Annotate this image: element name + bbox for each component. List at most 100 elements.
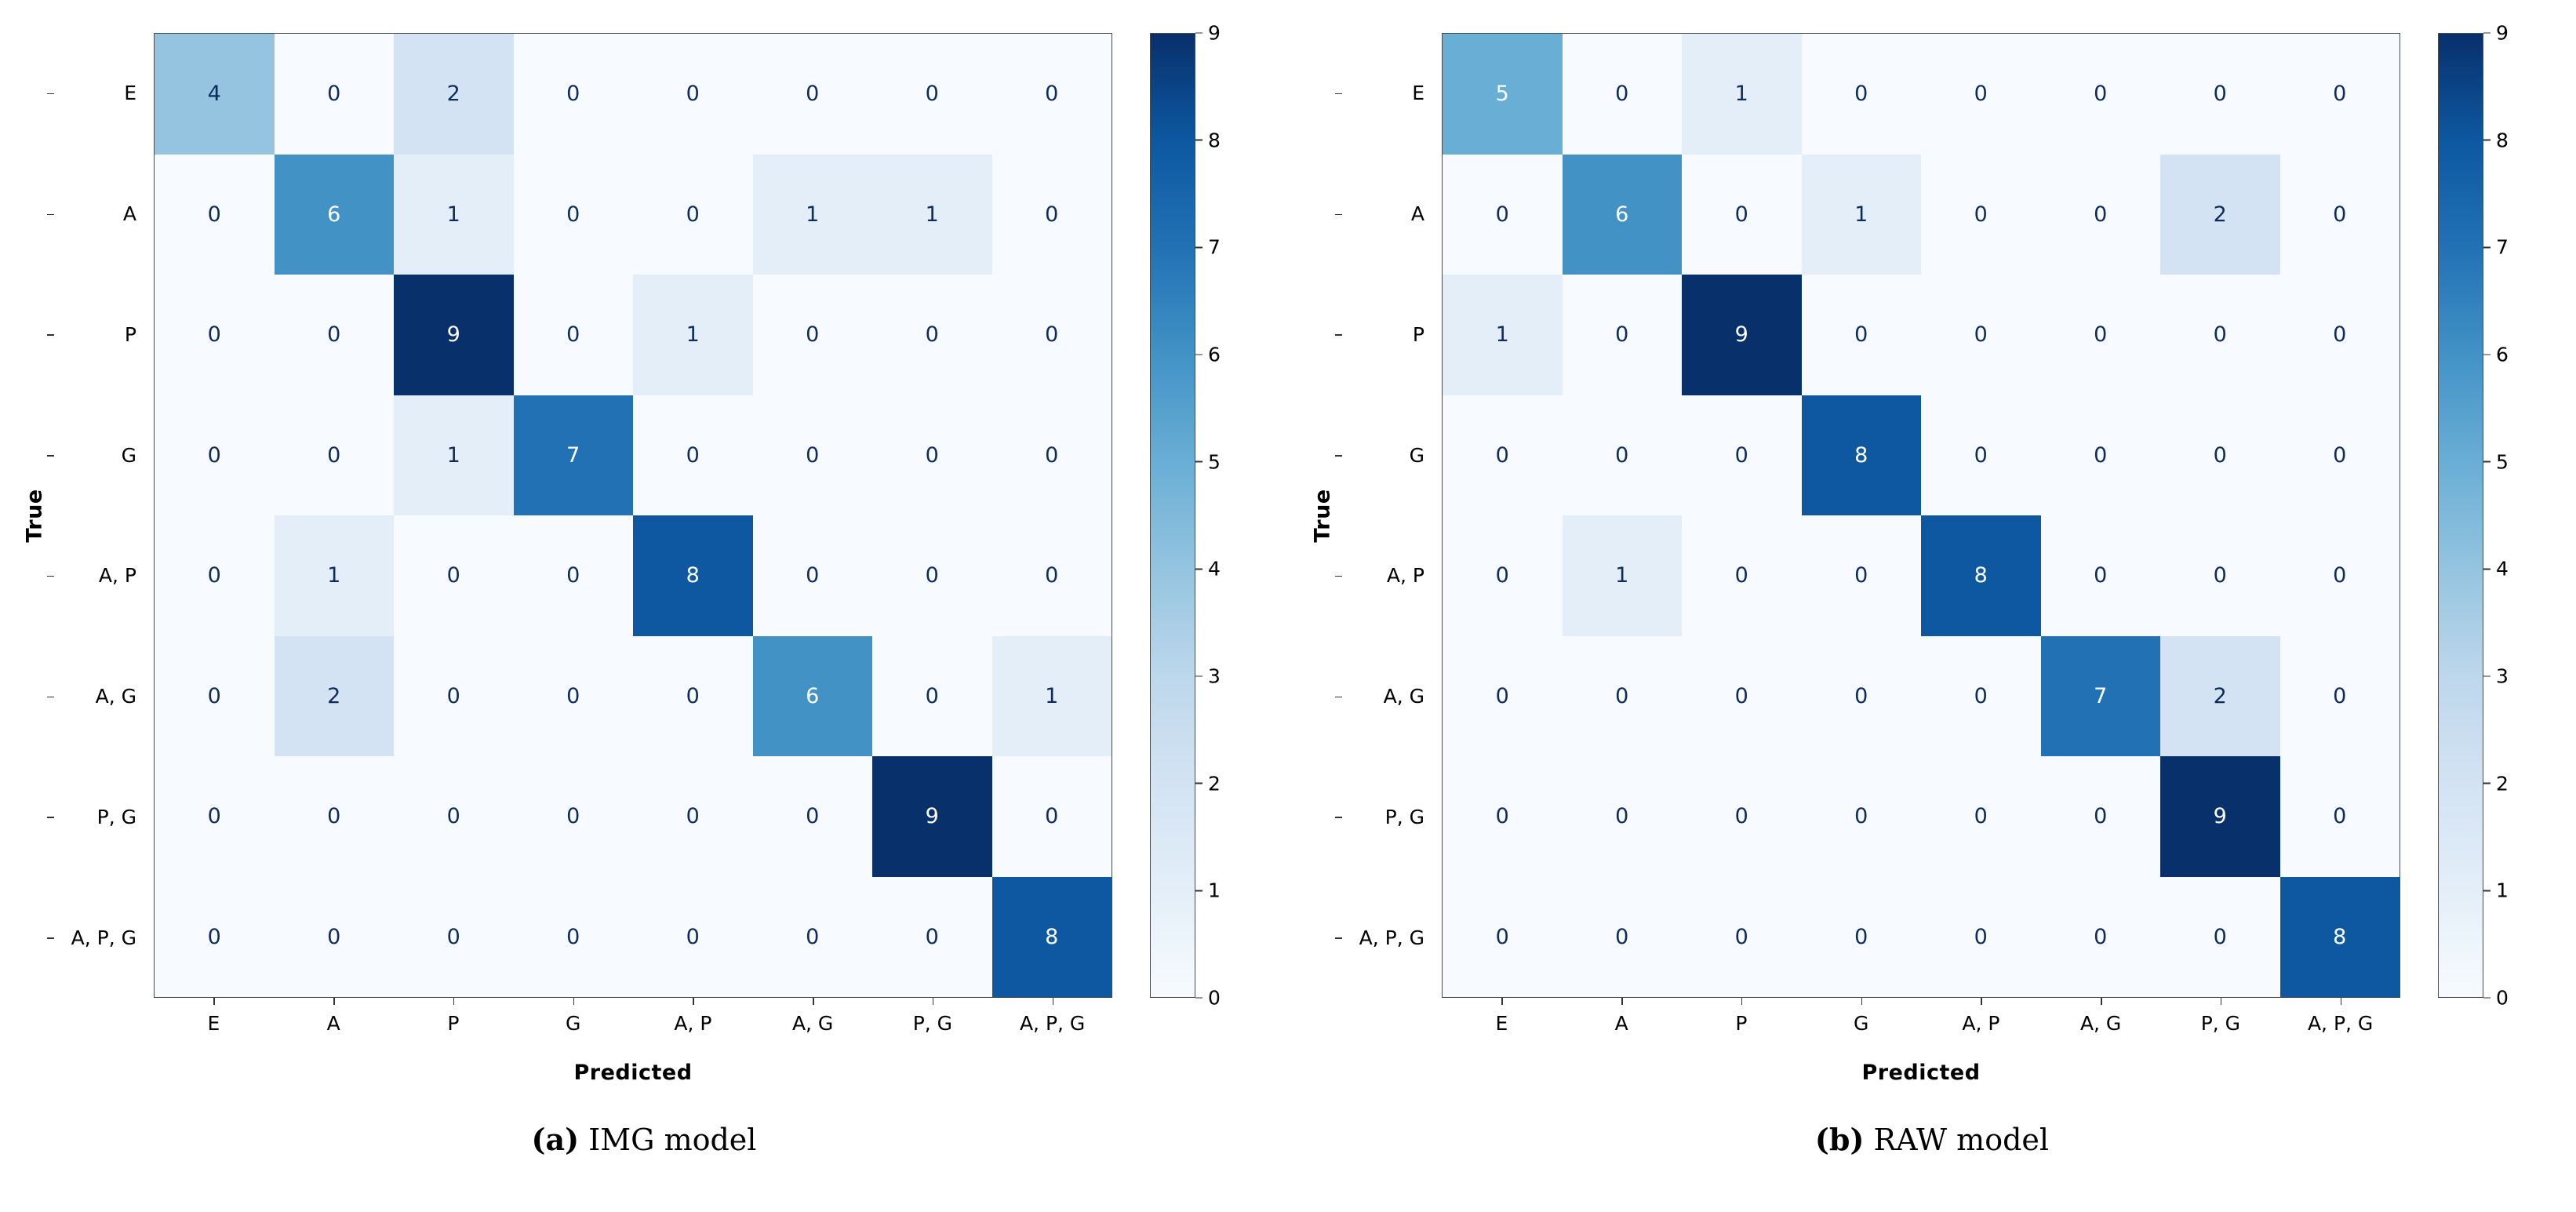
x-tick-label: E — [1495, 1012, 1508, 1035]
heatmap-cell: 0 — [1562, 275, 1682, 395]
heatmap-cell: 0 — [752, 515, 872, 636]
y-tick-mark — [47, 817, 54, 818]
subcaption-text-a: IMG model — [579, 1123, 757, 1157]
x-tick-mark — [2340, 998, 2342, 1005]
colorbar-tick-label: 5 — [1195, 450, 1221, 473]
colorbar-tick-label: 2 — [1195, 772, 1221, 795]
heatmap-cell: 8 — [1921, 515, 2041, 636]
x-tick-label: A, G — [791, 1012, 834, 1035]
heatmap-cell: 0 — [1801, 515, 1921, 636]
heatmap-cell: 0 — [2040, 154, 2160, 275]
x-tick-mark — [333, 998, 335, 1005]
x-tick-mark — [1501, 998, 1503, 1005]
x-tick-mark — [932, 998, 934, 1005]
heatmap-cell: 0 — [633, 154, 753, 275]
heatmap-cell: 0 — [2040, 756, 2160, 877]
x-tick-label: G — [1853, 1012, 1869, 1035]
y-axis-label-b: True — [1310, 488, 1335, 543]
colorbar-tick-label: 0 — [2483, 987, 2509, 1010]
heatmap-cell: 0 — [274, 395, 394, 515]
y-tick-mark — [1335, 696, 1342, 698]
y-tick-mark — [47, 696, 54, 698]
colorbar-tick-label: 5 — [2483, 450, 2509, 473]
heatmap-cell: 0 — [872, 34, 992, 155]
heatmap-cell: 1 — [1682, 34, 1802, 155]
x-tick-mark — [1741, 998, 1743, 1005]
colorbar-gradient-a — [1150, 33, 1195, 998]
heatmap-cell: 0 — [1801, 635, 1921, 756]
x-tick-label: A, P, G — [1019, 1012, 1086, 1035]
heatmap-cell: 0 — [394, 876, 514, 997]
subcaption-tag-b: (b) — [1814, 1122, 1865, 1157]
heatmap-cell: 1 — [633, 275, 753, 395]
heatmap-cell: 0 — [394, 635, 514, 756]
y-tick-mark — [1335, 817, 1342, 818]
x-tick-label: P, G — [2200, 1012, 2241, 1035]
x-axis-label-a: Predicted — [573, 1061, 693, 1085]
heatmap-cell: 0 — [2279, 275, 2400, 395]
heatmap-cell: 0 — [752, 395, 872, 515]
heatmap-cell: 0 — [513, 154, 633, 275]
y-tick-mark — [1335, 937, 1342, 939]
heatmap-cell: 0 — [633, 395, 753, 515]
colorbar-tick-label: 7 — [2483, 236, 2509, 259]
heatmap-cell: 0 — [2160, 876, 2280, 997]
heatmap-cell: 0 — [752, 275, 872, 395]
heatmap-cell: 0 — [633, 876, 753, 997]
y-tick-mark — [47, 575, 54, 577]
colorbar-tick-label: 1 — [1195, 879, 1221, 902]
heatmap-cell: 0 — [155, 876, 275, 997]
x-tick-label: A, P, G — [2307, 1012, 2374, 1035]
heatmap-cell: 0 — [274, 876, 394, 997]
heatmap-cell: 0 — [2040, 876, 2160, 997]
x-tick-mark — [1981, 998, 1982, 1005]
subcaption-text-b: RAW model — [1864, 1123, 2050, 1157]
heatmap-cell: 0 — [2279, 756, 2400, 877]
y-axis-label-a: True — [22, 488, 47, 543]
subcaption-tag-a: (a) — [531, 1122, 580, 1157]
heatmap-cell: 0 — [872, 395, 992, 515]
heatmap-cell: 0 — [513, 275, 633, 395]
heatmap-cell: 0 — [1682, 154, 1802, 275]
x-tick-mark — [2101, 998, 2102, 1005]
heatmap-cell: 0 — [1562, 34, 1682, 155]
heatmap-cell: 0 — [2040, 275, 2160, 395]
heatmap-cell: 0 — [872, 515, 992, 636]
y-tick-mark — [47, 213, 54, 216]
x-tick-label: P, G — [912, 1012, 953, 1035]
heatmap-cell: 9 — [872, 756, 992, 877]
heatmap-cell: 2 — [2160, 154, 2280, 275]
colorbar-tick-label: 3 — [1195, 665, 1221, 688]
heatmap-cell: 0 — [991, 275, 1112, 395]
heatmap-cell: 0 — [1921, 756, 2041, 877]
heatmap-cell: 1 — [1443, 275, 1563, 395]
colorbar-tick-label: 4 — [2483, 558, 2509, 581]
colorbar-tick-label: 0 — [1195, 987, 1221, 1010]
heatmap-cell: 0 — [1682, 395, 1802, 515]
heatmap-cell: 0 — [1682, 756, 1802, 877]
heatmap-cell: 0 — [1682, 876, 1802, 997]
x-tick-mark — [2220, 998, 2222, 1005]
heatmap-cell: 0 — [2279, 635, 2400, 756]
x-axis-label-b: Predicted — [1861, 1061, 1981, 1085]
x-tick-mark — [693, 998, 694, 1005]
heatmap-cell: 0 — [274, 275, 394, 395]
heatmap-cell: 0 — [633, 34, 753, 155]
heatmap-cell: 0 — [2279, 395, 2400, 515]
colorbar-tick-label: 2 — [2483, 772, 2509, 795]
heatmap-cell: 8 — [633, 515, 753, 636]
heatmap-cell: 0 — [274, 34, 394, 155]
x-tick-mark — [813, 998, 814, 1005]
heatmap-cell: 9 — [1682, 275, 1802, 395]
heatmap-cell: 0 — [155, 154, 275, 275]
y-tick-mark — [47, 937, 54, 939]
heatmap-cell: 0 — [1562, 395, 1682, 515]
x-tick-mark — [1052, 998, 1054, 1005]
